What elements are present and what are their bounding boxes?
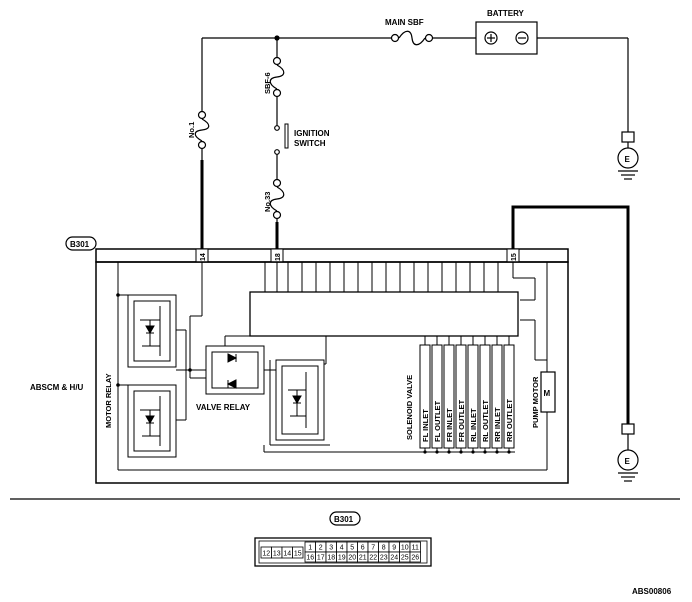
connector-pin-number: 15 xyxy=(294,551,302,558)
connector-pin-number: 18 xyxy=(327,555,335,562)
solenoid-coil xyxy=(491,344,503,449)
ground-symbol-lower-letter: E xyxy=(625,457,631,466)
solenoid-label: FR OUTLET xyxy=(457,400,466,442)
junction-dot xyxy=(274,35,280,41)
connector-pin-number: 7 xyxy=(371,545,375,552)
main-sbf-fuse xyxy=(390,30,434,46)
sbf6-fuse xyxy=(269,56,285,98)
abscm-label: ABSCM & H/U xyxy=(30,383,84,392)
connector-pin-number: 20 xyxy=(348,555,356,562)
power-supply-wiring xyxy=(201,37,629,222)
connector-pin-number: 1 xyxy=(308,545,312,552)
no1-fuse xyxy=(194,110,210,150)
connector-pin-number: 6 xyxy=(361,545,365,552)
abscm-module-box xyxy=(95,261,569,484)
ground-symbol-lower xyxy=(617,423,639,482)
solenoid-coil xyxy=(431,344,443,449)
battery-symbol xyxy=(475,21,538,55)
connector-b301-tag-label: B301 xyxy=(70,240,90,249)
connector-pin-number: 4 xyxy=(340,545,344,552)
ground-symbol-upper xyxy=(617,131,639,180)
valve-relay-assembly xyxy=(205,345,325,441)
pump-motor-label: PUMP MOTOR xyxy=(531,376,540,428)
connector-pin-number: 19 xyxy=(338,555,346,562)
solenoid-coil xyxy=(503,344,515,449)
connector-pin-cell xyxy=(409,551,421,563)
solenoid-label: FR INLET xyxy=(445,408,454,442)
ignition-switch-label-2: SWITCH xyxy=(294,139,326,148)
connector-pin-number: 22 xyxy=(369,555,377,562)
motor-relay-assembly xyxy=(127,294,187,458)
connector-pin-number: 25 xyxy=(401,555,409,562)
no1-label: No.1 xyxy=(187,122,196,138)
no33-label: No.33 xyxy=(263,192,272,212)
connector-pin-number: 10 xyxy=(401,545,409,552)
solenoid-label: RR OUTLET xyxy=(505,399,514,442)
connector-pin-number: 12 xyxy=(262,551,270,558)
pump-motor-letter: M xyxy=(544,389,551,398)
thick-wires xyxy=(200,160,630,424)
solenoid-coil xyxy=(455,344,467,449)
connector-pin-number: 21 xyxy=(359,555,367,562)
connector-face-tag-label: B301 xyxy=(334,515,354,524)
connector-pin-number: 3 xyxy=(329,545,333,552)
connector-pin-number: 24 xyxy=(390,555,398,562)
connector-b301-tag xyxy=(65,236,97,251)
valve-relay-label: VALVE RELAY xyxy=(196,403,251,412)
connector-pin-number: 17 xyxy=(317,555,325,562)
pin-14-label: 14 xyxy=(200,253,207,261)
connector-face-tag xyxy=(329,511,361,526)
no33-fuse xyxy=(269,178,285,220)
connector-pin-number: 13 xyxy=(273,551,281,558)
pump-motor-symbol xyxy=(540,371,556,413)
solenoid-label: FL OUTLET xyxy=(433,400,442,442)
wiring-junction-dots xyxy=(116,293,511,454)
battery-label: BATTERY xyxy=(487,9,525,18)
connector-pin-number: 5 xyxy=(350,545,354,552)
solenoid-label: FL INLET xyxy=(421,409,430,442)
connector-pin-cell xyxy=(292,546,304,559)
solenoid-coil xyxy=(479,344,491,449)
solenoid-coil xyxy=(443,344,455,449)
pin-15-label: 15 xyxy=(511,253,518,261)
connector-pin-number: 2 xyxy=(319,545,323,552)
connector-pin-number: 8 xyxy=(382,545,386,552)
connector-pin-number: 26 xyxy=(411,555,419,562)
connector-pin-number: 14 xyxy=(283,551,291,558)
connector-pin-number: 11 xyxy=(412,545,419,552)
solenoid-coil xyxy=(419,344,431,449)
connector-pin-number: 16 xyxy=(306,555,314,562)
connector-pin-number: 9 xyxy=(392,545,396,552)
solenoid-label: RL OUTLET xyxy=(481,400,490,442)
solenoid-coil xyxy=(467,344,479,449)
solenoid-label: RR INLET xyxy=(493,407,502,442)
motor-relay-label: MOTOR RELAY xyxy=(104,373,113,428)
connector-strip xyxy=(95,248,569,263)
ignition-switch-label-1: IGNITION xyxy=(294,129,330,138)
solenoid-label: RL INLET xyxy=(469,408,478,442)
internal-wiring xyxy=(117,262,548,471)
pin-18-label: 18 xyxy=(275,253,282,261)
ground-symbol-upper-letter: E xyxy=(625,155,631,164)
sbf6-label: SBF-6 xyxy=(263,72,272,94)
solenoid-valve-label: SOLENOID VALVE xyxy=(405,375,414,440)
connector-pin-number: 23 xyxy=(380,555,388,562)
main-sbf-label: MAIN SBF xyxy=(385,18,424,27)
ignition-switch-symbol xyxy=(274,123,289,155)
control-unit-block xyxy=(249,291,519,337)
figure-id-label: ABS00806 xyxy=(632,587,672,596)
